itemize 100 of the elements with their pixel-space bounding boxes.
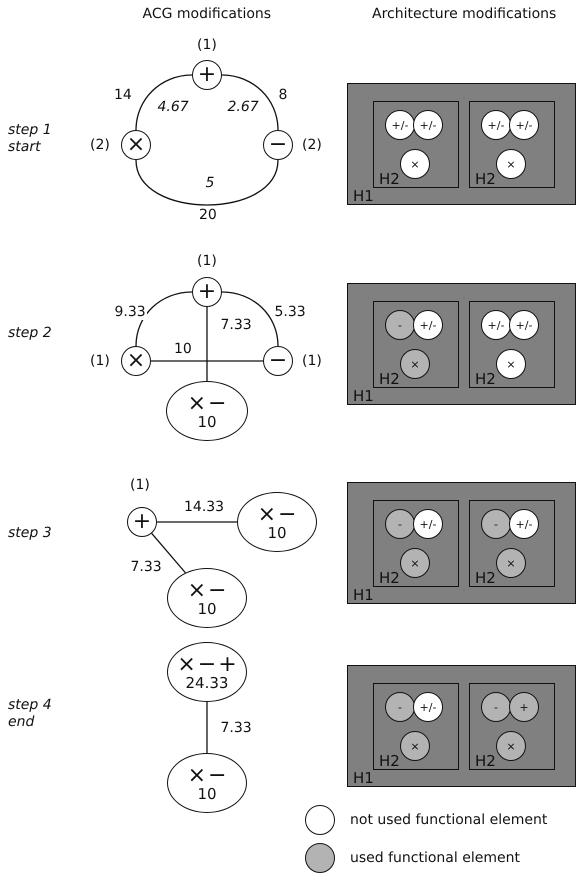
- node-count-label: (1): [130, 476, 150, 494]
- operator-symbol: ×: [258, 504, 276, 526]
- weight-value: 5: [206, 174, 214, 192]
- sub-hierarchy-box: [469, 683, 555, 770]
- operator-symbol: +: [218, 654, 237, 676]
- element-symbol: ×: [410, 358, 420, 370]
- step-label: step 3: [8, 525, 53, 542]
- hierarchy-label: H2: [475, 170, 496, 187]
- hierarchy-level-box: [347, 665, 576, 787]
- element-symbol: ×: [506, 740, 516, 752]
- weight-value: 24.33: [186, 676, 228, 690]
- element-symbol: -: [494, 702, 498, 712]
- hierarchy-label: H2: [475, 752, 496, 769]
- functional-element-circle: [413, 692, 443, 722]
- weight-value: 10: [267, 526, 287, 540]
- column-heading: ACG modifications: [142, 6, 272, 22]
- element-symbol: +/-: [488, 320, 504, 330]
- operator-circle: [127, 507, 157, 537]
- operator-symbol: −: [208, 764, 226, 786]
- graph-edge: [222, 74, 279, 130]
- sub-hierarchy-box: [373, 500, 459, 587]
- operator-circle: [192, 60, 222, 90]
- step-label: step 2: [8, 325, 53, 342]
- element-symbol: ×: [410, 158, 420, 170]
- weight-value: 2.67: [228, 98, 259, 116]
- hierarchy-level-box: [347, 83, 576, 205]
- graph-edge: [135, 291, 192, 346]
- graph-edge: [151, 360, 263, 362]
- functional-element-circle: [481, 692, 511, 722]
- element-symbol: +/-: [420, 120, 436, 130]
- sub-hierarchy-box: [373, 101, 459, 188]
- operator-symbol: +: [198, 281, 216, 303]
- operator-symbol: +: [132, 511, 152, 533]
- operator-symbol: −: [278, 504, 296, 526]
- element-symbol: +: [519, 702, 529, 712]
- legend-label: used functional element: [350, 850, 520, 866]
- hierarchy-label: H1: [353, 388, 374, 404]
- hierarchy-label: H2: [379, 170, 400, 187]
- sub-hierarchy-box: [373, 683, 459, 770]
- functional-element-circle: [400, 548, 430, 578]
- weight-value: 4.67: [158, 98, 189, 116]
- functional-element-circle: [509, 110, 539, 140]
- operator-symbol: ×: [126, 350, 146, 372]
- graph-edge: [151, 532, 186, 574]
- column-heading: Architecture modifications: [372, 6, 556, 22]
- element-symbol: -: [494, 518, 498, 530]
- element-symbol: ×: [410, 740, 420, 752]
- functional-element-circle: [385, 509, 415, 539]
- functional-element-circle: [385, 310, 415, 340]
- hierarchy-level-box: [347, 283, 576, 405]
- node-count-label: (1): [197, 36, 217, 54]
- graph-edge: [135, 160, 279, 206]
- functional-element-circle: [481, 110, 511, 140]
- functional-element-circle: [413, 310, 443, 340]
- node-count-label: (2): [302, 136, 322, 154]
- hierarchy-label: H2: [379, 752, 400, 769]
- operator-symbol: −: [268, 350, 288, 372]
- graph-edge: [206, 702, 208, 753]
- step-label: step 4 end: [8, 697, 53, 731]
- element-symbol: ×: [506, 358, 516, 370]
- hierarchy-label: H2: [379, 570, 400, 586]
- operator-symbol: ×: [188, 764, 206, 786]
- hierarchy-label: H2: [475, 570, 496, 586]
- operator-circle: [263, 346, 293, 376]
- hierarchy-label: H1: [353, 770, 374, 786]
- element-symbol: +/-: [516, 120, 532, 130]
- operator-symbol: −: [198, 654, 216, 676]
- operator-circle: [121, 130, 151, 160]
- element-symbol: +/-: [392, 120, 408, 130]
- operator-symbol: ×: [177, 654, 196, 676]
- graph-edge: [157, 521, 237, 523]
- sub-hierarchy-box: [469, 301, 555, 388]
- node-count-label: (1): [197, 252, 217, 270]
- element-symbol: -: [398, 702, 402, 712]
- edge-label: 9.33: [114, 304, 147, 320]
- element-symbol: ×: [410, 558, 420, 568]
- sub-hierarchy-box: [469, 101, 555, 188]
- operator-symbol: −: [208, 580, 226, 602]
- sub-hierarchy-box: [469, 500, 555, 587]
- functional-element-circle: [400, 149, 430, 179]
- weight-value: 10: [197, 414, 217, 430]
- hierarchy-label: H1: [353, 188, 374, 204]
- node-count-label: (1): [302, 352, 322, 370]
- hierarchy-label: H2: [475, 370, 496, 387]
- legend-label: not used functional element: [350, 812, 548, 828]
- element-symbol: +/-: [516, 320, 532, 330]
- element-symbol: +/-: [420, 518, 436, 530]
- functional-element-circle: [481, 509, 511, 539]
- functional-element-circle: [496, 149, 526, 179]
- functional-element-circle: [496, 731, 526, 761]
- hierarchy-label: H1: [353, 586, 374, 603]
- element-symbol: ×: [506, 558, 516, 568]
- weight-value: 10: [197, 602, 217, 616]
- node-count-label: (2): [90, 136, 110, 154]
- functional-element-circle: [400, 731, 430, 761]
- element-symbol: -: [398, 518, 402, 530]
- operator-symbol: ×: [126, 134, 146, 156]
- hierarchy-level-box: [347, 482, 576, 604]
- functional-element-circle: [385, 110, 415, 140]
- element-symbol: +/-: [420, 702, 436, 712]
